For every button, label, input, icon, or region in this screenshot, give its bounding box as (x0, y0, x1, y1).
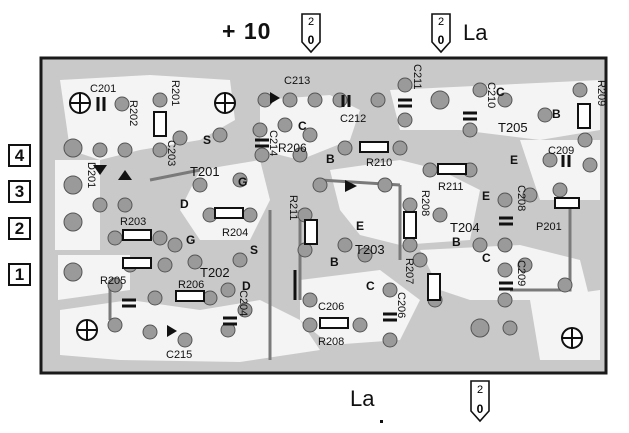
label-r206: R206 (178, 279, 204, 291)
label-c212: C212 (340, 113, 366, 125)
label-r204: R204 (222, 227, 248, 239)
label-c208: C209 (515, 260, 527, 286)
label-c211: C211 (411, 64, 423, 89)
label-t201: T201 (190, 164, 220, 179)
terminal-arrow-bottom: 2 0 (470, 380, 490, 423)
label-r203: R203 (120, 216, 146, 228)
pin-g-1: G (238, 175, 247, 189)
label-r208: R208 (419, 190, 431, 216)
pin-number-3: 3 (8, 180, 31, 203)
label-c201: C201 (90, 83, 116, 95)
terminal-arrow-top-right: 2 0 (431, 13, 451, 54)
pin-c-4: C (482, 251, 491, 265)
label-r207: R207 (403, 258, 415, 284)
terminal-arrow-top-left: 2 0 (301, 13, 321, 54)
label-t202: T202 (200, 265, 230, 280)
pin-s-1: S (203, 133, 211, 147)
mounting-holes (69, 92, 583, 349)
label-r210: R210 (366, 157, 392, 169)
signal-label-bottom: La (350, 386, 375, 411)
label-c204: C204 (237, 290, 249, 316)
label-r202: R202 (127, 100, 139, 126)
supply-voltage-label: + 10 (222, 18, 272, 44)
label-c203: C203 (165, 140, 177, 166)
pin-s-2: S (250, 243, 258, 257)
label-c214: C214 (267, 130, 279, 156)
pin-e-2: E (510, 153, 518, 167)
pin-letters: S G D G S D C B E B C C B E E B C (180, 85, 561, 293)
stray-dot (380, 420, 383, 423)
label-r211b: R211 (287, 195, 299, 220)
svg-text:0: 0 (477, 402, 484, 416)
trace-lines (108, 168, 572, 360)
label-r206b: R206 (278, 141, 307, 155)
label-c209: C209 (548, 145, 574, 157)
component-labels: C201 R201 R202 C203 D201 T201 R203 R204 … (85, 64, 607, 361)
pin-number-4: 4 (8, 144, 31, 167)
label-p201: P201 (536, 221, 562, 233)
label-c210: C210 (485, 82, 497, 108)
signal-label-top: La (463, 20, 488, 45)
label-c206: C206 (318, 301, 344, 313)
pin-b-3: B (552, 107, 561, 121)
pin-b-4: B (452, 235, 461, 249)
label-r201: R201 (169, 80, 181, 106)
label-t203: T203 (355, 242, 385, 257)
resistor-bodies (122, 103, 591, 329)
label-d201: D201 (85, 162, 97, 188)
label-c213: C213 (284, 75, 310, 87)
svg-text:2: 2 (308, 16, 314, 28)
pin-e-3: E (482, 189, 490, 203)
svg-text:0: 0 (438, 33, 445, 47)
pin-number-2: 2 (8, 217, 31, 240)
pin-c-3: C (496, 85, 505, 99)
svg-text:2: 2 (438, 16, 444, 28)
pin-c-1: C (298, 119, 307, 133)
label-r211: R211 (438, 181, 463, 193)
pin-c-2: C (366, 279, 375, 293)
label-r205: R205 (100, 275, 126, 287)
svg-text:0: 0 (308, 33, 315, 47)
capacitor-plates (96, 95, 571, 326)
pin-b-2: B (330, 255, 339, 269)
label-t204: T204 (450, 220, 480, 235)
label-c207: C208 (515, 185, 527, 211)
pin-number-1: 1 (8, 263, 31, 286)
diode-symbols (93, 92, 357, 337)
pin-d-1: D (180, 197, 189, 211)
pin-b-1: B (326, 152, 335, 166)
label-c206b: C206 (395, 292, 407, 318)
svg-text:2: 2 (477, 384, 483, 396)
pin-e-1: E (356, 219, 364, 233)
pin-g-2: G (186, 233, 195, 247)
solder-pads (63, 77, 598, 348)
label-t205: T205 (498, 120, 528, 135)
label-r209: R209 (595, 80, 607, 106)
label-c215: C215 (166, 349, 192, 361)
pin-d-2: D (242, 279, 251, 293)
label-r208b: R208 (318, 336, 344, 348)
